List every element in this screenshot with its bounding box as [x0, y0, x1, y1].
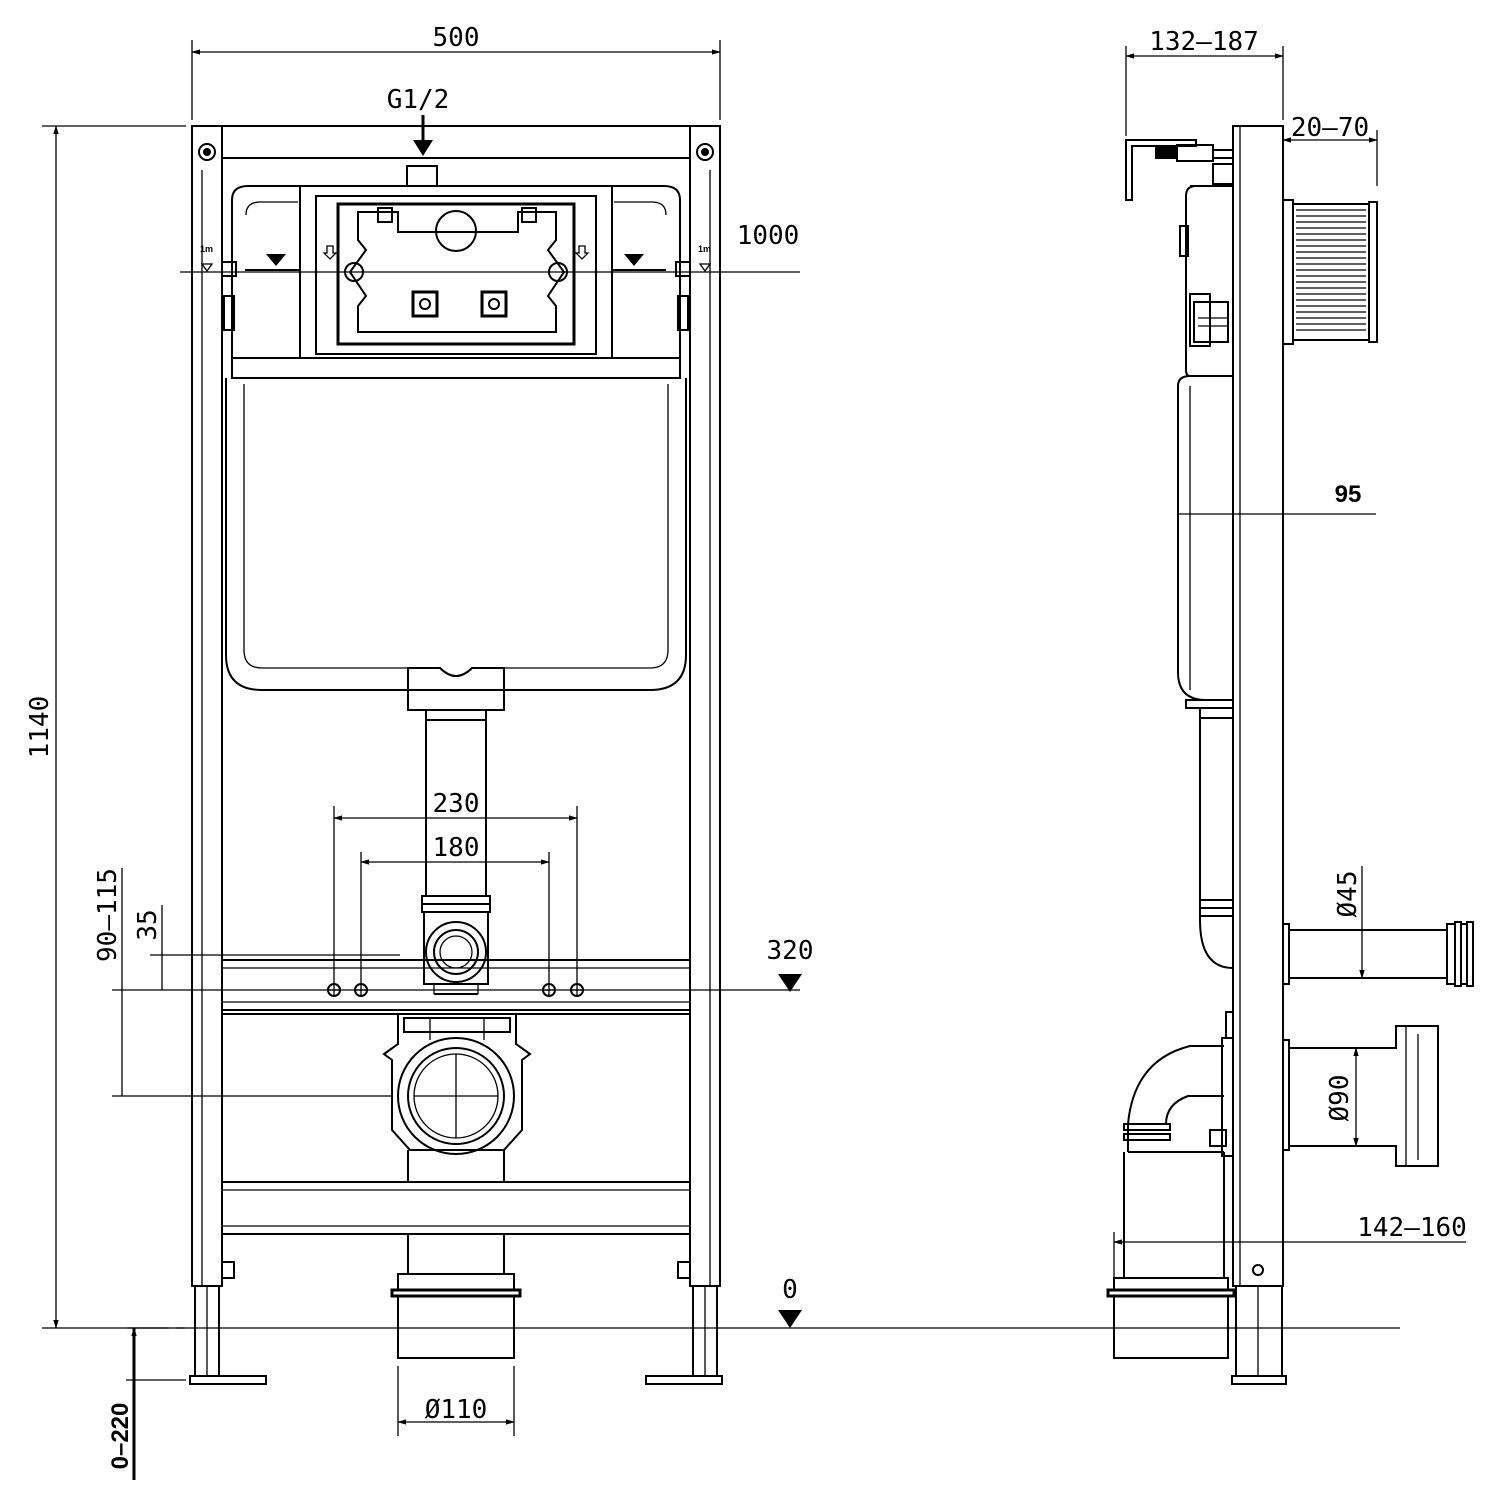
side-actuator-bracket	[1125, 139, 1234, 201]
top-rail	[221, 125, 691, 159]
side-drain-bend	[1106, 1011, 1439, 1359]
label-outer-bolt-spacing: 230	[433, 789, 480, 819]
label-outlet-projection: 142–160	[1357, 1213, 1467, 1243]
adjustable-legs	[189, 1261, 723, 1385]
side-flush-pipe	[1199, 718, 1234, 969]
front-dimension-lines	[42, 40, 1400, 1480]
label-bolt-height: 320	[767, 936, 814, 966]
flush-pipe	[421, 720, 491, 995]
level-mark-right: 1m	[698, 244, 711, 254]
label-floor-level: 0	[782, 1275, 798, 1305]
side-dimension-labels: 132–187 20–70 95 Ø45 Ø90 142–160	[1149, 27, 1467, 1243]
label-outlet-pipe-diameter: Ø90	[1325, 1075, 1355, 1122]
side-flush-connector	[1282, 921, 1474, 987]
label-leg-adjustment: 0–220	[107, 1403, 134, 1470]
cistern-body	[225, 357, 687, 721]
side-flush-plate	[1282, 199, 1378, 345]
label-button-height: 1000	[737, 221, 800, 251]
label-height: 1140	[25, 696, 55, 759]
label-inner-bolt-spacing: 180	[433, 833, 480, 863]
label-inlet-pipe-diameter: Ø45	[1333, 871, 1363, 918]
label-outlet-diameter: Ø110	[425, 1395, 488, 1425]
front-view: 1m 1m	[25, 23, 1400, 1480]
lower-rail	[221, 1181, 691, 1235]
label-bolt-to-outlet: 90–115	[93, 868, 123, 962]
label-bolt-pair-offset: 35	[133, 909, 163, 940]
label-water-inlet: G1/2	[387, 85, 450, 115]
level-mark-left: 1m	[200, 244, 213, 254]
front-dimension-labels: 500 G1/2 1000 1140 230 180 320 0 90–115 …	[25, 23, 813, 1469]
side-cistern	[1177, 185, 1234, 719]
side-frame-post	[1231, 125, 1287, 1385]
side-dimension-lines	[1113, 46, 1466, 1278]
label-button-depth: 132–187	[1149, 27, 1259, 57]
drain-bend	[382, 1014, 532, 1182]
wc-mounting-rail	[221, 959, 691, 1015]
label-width: 500	[433, 23, 480, 53]
side-view: 132–187 20–70 95 Ø45 Ø90 142–160	[1106, 27, 1474, 1385]
label-wall-thickness: 20–70	[1291, 113, 1369, 143]
label-cistern-depth: 95	[1335, 481, 1362, 508]
outlet-pipe	[390, 1234, 522, 1359]
